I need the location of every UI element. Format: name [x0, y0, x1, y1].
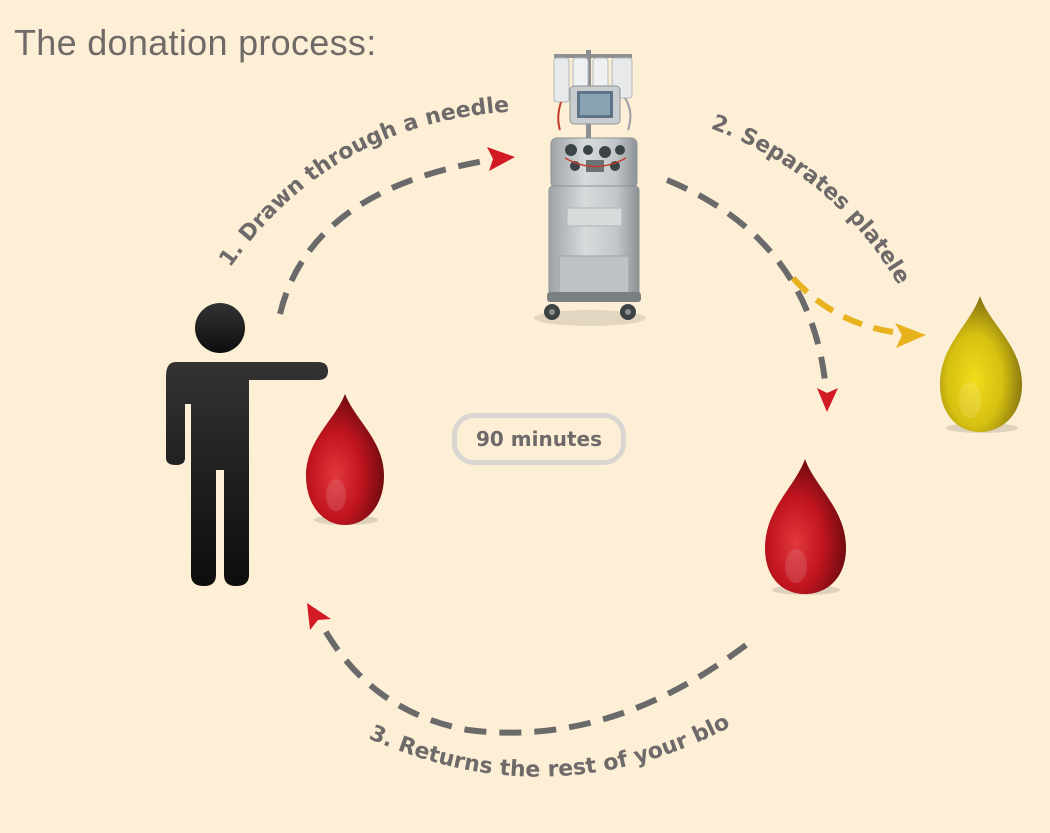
apheresis-machine-icon — [534, 50, 646, 326]
blood-drop-icon — [306, 394, 384, 525]
person-icon — [166, 303, 328, 586]
arrow-draw — [277, 147, 515, 315]
duration-badge: 90 minutes — [452, 413, 626, 465]
arrowhead-icon — [307, 603, 331, 630]
arrowhead-icon — [487, 147, 515, 171]
arrow-separate — [665, 177, 838, 412]
arrowhead-icon — [895, 323, 926, 348]
arrow-platelets — [790, 276, 926, 348]
platelet-drop-icon — [940, 296, 1022, 433]
step3-label: 3. Returns the rest of your blood — [0, 0, 734, 783]
duration-text: 90 minutes — [476, 427, 602, 451]
step2-label: 2. Separates platelets — [0, 0, 915, 289]
arrow-return — [307, 603, 748, 736]
step1-label: 1. Drawn through a needle — [215, 93, 510, 272]
arrowhead-icon — [817, 388, 838, 412]
page-title: The donation process: — [14, 22, 377, 63]
blood-drop-icon — [765, 459, 846, 595]
